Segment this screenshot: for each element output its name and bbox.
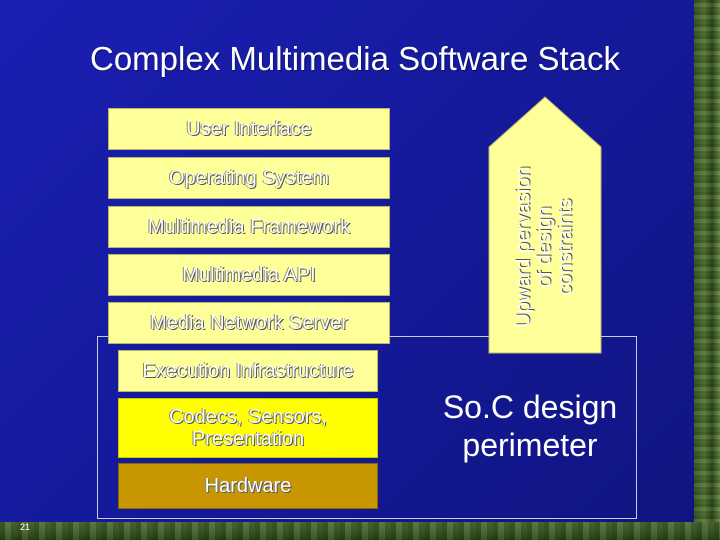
layer-operating-system: Operating System: [108, 157, 390, 199]
soc-label-line1: So.C design: [442, 389, 618, 425]
soc-label-line2: perimeter: [462, 427, 598, 464]
codec-label-line2: Presentation: [191, 428, 305, 450]
terrain-strip-bottom: [0, 522, 720, 540]
page-number: 21: [20, 522, 31, 532]
layer-multimedia-api: Multimedia API: [108, 254, 390, 296]
arrow-label-line2: of design: [533, 206, 556, 288]
slide-title: Complex Multimedia Software Stack: [89, 40, 621, 77]
soc-design-perimeter-label: So.C design perimeter: [420, 388, 640, 465]
terrain-strip-right: [694, 0, 720, 540]
layer-multimedia-framework: Multimedia Framework: [108, 206, 390, 248]
codec-label-line1: Codecs, Sensors,: [169, 406, 327, 428]
layer-media-network-server: Media Network Server: [108, 302, 390, 344]
layer-user-interface: User Interface: [108, 108, 390, 150]
upward-arrow: Upward pervasion of design constraints: [488, 95, 603, 355]
layer-hardware: Hardware: [118, 463, 378, 509]
arrow-label-line1: Upward pervasion: [512, 166, 535, 328]
arrow-label-line3: constraints: [554, 198, 577, 296]
arrow-label: Upward pervasion of design constraints: [512, 166, 577, 328]
layer-execution-infrastructure: Execution Infrastructure: [118, 350, 378, 392]
layer-codecs-sensors-presentation: Codecs, Sensors, Presentation: [118, 398, 378, 458]
upward-arrow-icon: [488, 96, 602, 354]
